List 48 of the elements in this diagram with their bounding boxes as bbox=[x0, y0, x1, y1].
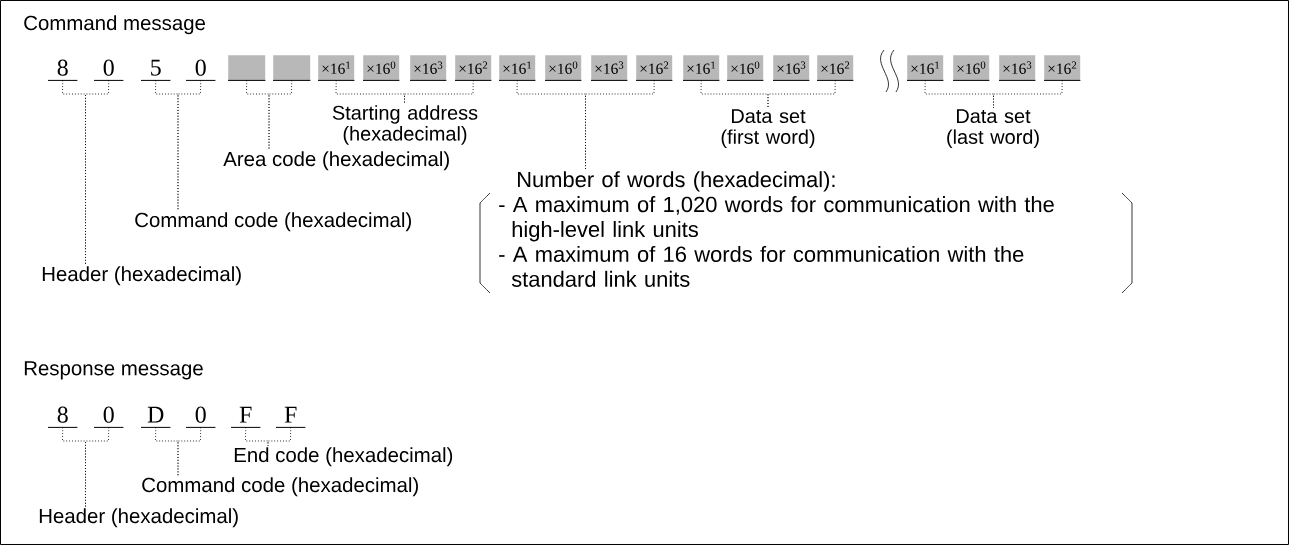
digit-cell: 0 bbox=[185, 406, 216, 428]
weight-cell: ×16$^{3}$ bbox=[998, 55, 1036, 81]
weight-cell: ×16$^{2}$ bbox=[816, 55, 854, 81]
weight-cell: ×16$^{0}$ bbox=[952, 55, 990, 81]
leader-line bbox=[85, 426, 110, 508]
digit-cell: 0 bbox=[185, 59, 216, 81]
weight-cell: ×16$^{2}$ bbox=[1043, 55, 1081, 81]
digit-cell: 0 bbox=[93, 406, 124, 428]
leader-line bbox=[585, 79, 655, 171]
description-label: Number of words (hexadecimal): - A maximum of 1,020 words for communication with the high-level link units - A maximum of 16 words for communication with the standard link units bbox=[499, 171, 1054, 287]
description-label: Command code (hexadecimal) bbox=[135, 212, 411, 232]
section-heading: Command message bbox=[24, 15, 205, 35]
leader-line bbox=[993, 79, 1063, 109]
description-label: Data set (last word) bbox=[947, 109, 1039, 148]
weight-cell: ×16$^{0}$ bbox=[544, 55, 582, 81]
leader-line bbox=[177, 79, 202, 212]
digit-cell: D bbox=[140, 406, 171, 428]
description-label: Command code (hexadecimal) bbox=[142, 477, 418, 497]
weight-cell: ×16$^{0}$ bbox=[726, 55, 764, 81]
section-heading: Response message bbox=[24, 361, 203, 380]
description-label: End code (hexadecimal) bbox=[234, 447, 453, 467]
digit-cell: 8 bbox=[47, 59, 78, 81]
digit-cell: F bbox=[275, 406, 306, 428]
weight-cell: ×16$^{3}$ bbox=[409, 55, 447, 81]
weight-cell: ×16$^{0}$ bbox=[362, 55, 400, 81]
leader-line bbox=[767, 79, 836, 109]
weight-cell: ×16$^{1}$ bbox=[498, 55, 536, 81]
shaded-box bbox=[272, 55, 311, 81]
leader-line bbox=[177, 426, 202, 477]
weight-cell: ×16$^{2}$ bbox=[635, 55, 673, 81]
description-label: Starting address (hexadecimal) bbox=[332, 105, 478, 145]
weight-cell: ×16$^{3}$ bbox=[772, 55, 810, 81]
description-label: Area code (hexadecimal) bbox=[223, 151, 449, 171]
digit-cell: F bbox=[230, 406, 261, 428]
digit-cell: 5 bbox=[140, 59, 171, 81]
digit-cell: 8 bbox=[47, 406, 78, 428]
weight-cell: ×16$^{3}$ bbox=[590, 55, 628, 81]
digit-cell: 0 bbox=[93, 59, 124, 81]
weight-cell: ×16$^{2}$ bbox=[454, 55, 492, 81]
leader-line bbox=[267, 426, 292, 447]
weight-cell: ×16$^{1}$ bbox=[682, 55, 720, 81]
description-label: Header (hexadecimal) bbox=[42, 266, 241, 286]
leader-line bbox=[85, 79, 110, 266]
weight-cell: ×16$^{1}$ bbox=[906, 55, 944, 81]
description-label: Header (hexadecimal) bbox=[39, 508, 238, 528]
weight-cell: ×16$^{1}$ bbox=[317, 55, 355, 81]
description-label: Data set (first word) bbox=[721, 109, 815, 148]
shaded-box bbox=[227, 55, 266, 81]
